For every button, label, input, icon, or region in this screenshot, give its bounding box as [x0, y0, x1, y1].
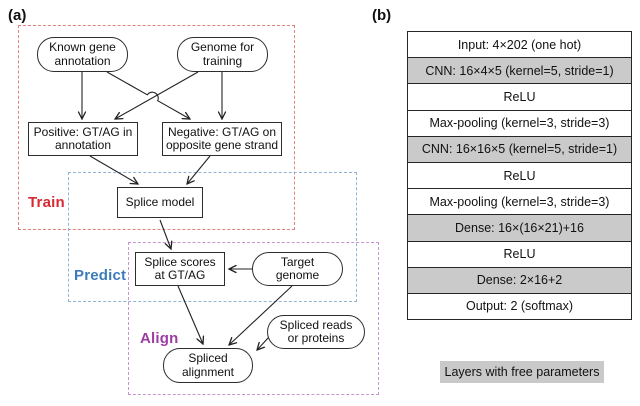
layer-row-cnn2: CNN: 16×16×5 (kernel=5, stride=1) [408, 136, 631, 163]
align-stage-label: Align [140, 330, 179, 347]
flowchart-arrows-layer [0, 71, 293, 406]
align-region-box [128, 242, 379, 395]
arrow-model-to-scores [159, 219, 171, 249]
layer-row-output: Output: 2 (softmax) [408, 293, 631, 320]
layer-row-maxpool1: Max-pooling (kernel=3, stride=3) [408, 110, 631, 137]
node-text: Spliced [188, 351, 228, 365]
arrow-reads-to-alignment [257, 336, 270, 350]
layer-row-input: Input: 4×202 (one hot) [408, 32, 631, 59]
node-known-gene-annotation: Known gene annotation [37, 37, 128, 72]
arrow-negative-to-model [187, 155, 211, 184]
panel-a-label: (a) [8, 7, 27, 24]
arrow-scores-to-alignment [177, 285, 203, 344]
predict-region-box [68, 172, 357, 302]
node-text: Splice scores [144, 254, 216, 269]
node-negative-sites: Negative: GT/AG on opposite gene strand [162, 122, 282, 156]
panel-b-label: (b) [372, 7, 392, 24]
node-text: or proteins [287, 331, 345, 345]
node-text: Target [280, 254, 315, 269]
node-splice-model: Splice model [117, 187, 203, 218]
node-target-genome: Target genome [252, 252, 343, 286]
layer-row-dense2: Dense: 2×16+2 [408, 267, 631, 294]
node-text: alignment [181, 364, 235, 379]
node-text: annotation [54, 138, 112, 152]
node-text: Spliced reads [279, 317, 353, 332]
train-stage-label: Train [28, 194, 65, 211]
arrow-target-to-alignment [229, 285, 293, 345]
layer-row-cnn1: CNN: 16×4×5 (kernel=5, stride=1) [408, 58, 631, 85]
node-text: at GT/AG [154, 268, 206, 282]
node-text: training [202, 53, 243, 68]
arrow-genome-to-positive [115, 71, 199, 119]
node-text: opposite gene strand [165, 138, 279, 152]
layer-row-relu2: ReLU [408, 162, 631, 190]
free-parameters-legend: Layers with free parameters [440, 361, 604, 383]
node-text: Splice model [125, 194, 195, 209]
node-spliced-alignment: Spliced alignment [163, 348, 253, 383]
network-layers-table: Input: 4×202 (one hot) CNN: 16×4×5 (kern… [407, 31, 632, 320]
train-region-box [18, 25, 295, 230]
node-positive-sites: Positive: GT/AG in annotation [28, 122, 138, 156]
node-text: Positive: GT/AG in [33, 124, 133, 139]
node-splice-scores: Splice scores at GT/AG [135, 252, 225, 286]
predict-stage-label: Predict [74, 267, 127, 284]
node-text: Known gene [49, 40, 116, 54]
layer-row-relu1: ReLU [408, 84, 631, 111]
arrow-positive-to-model [89, 155, 138, 184]
layer-row-dense1: Dense: 16×(16×21)+16 [408, 215, 631, 242]
node-text: annotation [54, 53, 111, 68]
node-text: genome [275, 268, 320, 282]
layer-row-relu3: ReLU [408, 241, 631, 268]
node-spliced-reads-or-proteins: Spliced reads or proteins [267, 315, 365, 349]
layer-row-maxpool2: Max-pooling (kernel=3, stride=3) [408, 189, 631, 216]
node-text: Genome for [190, 40, 255, 54]
node-genome-for-training: Genome for training [177, 37, 268, 72]
node-text: Negative: GT/AG on [167, 124, 277, 139]
arrow-known-to-negative-with-hop [106, 71, 190, 119]
